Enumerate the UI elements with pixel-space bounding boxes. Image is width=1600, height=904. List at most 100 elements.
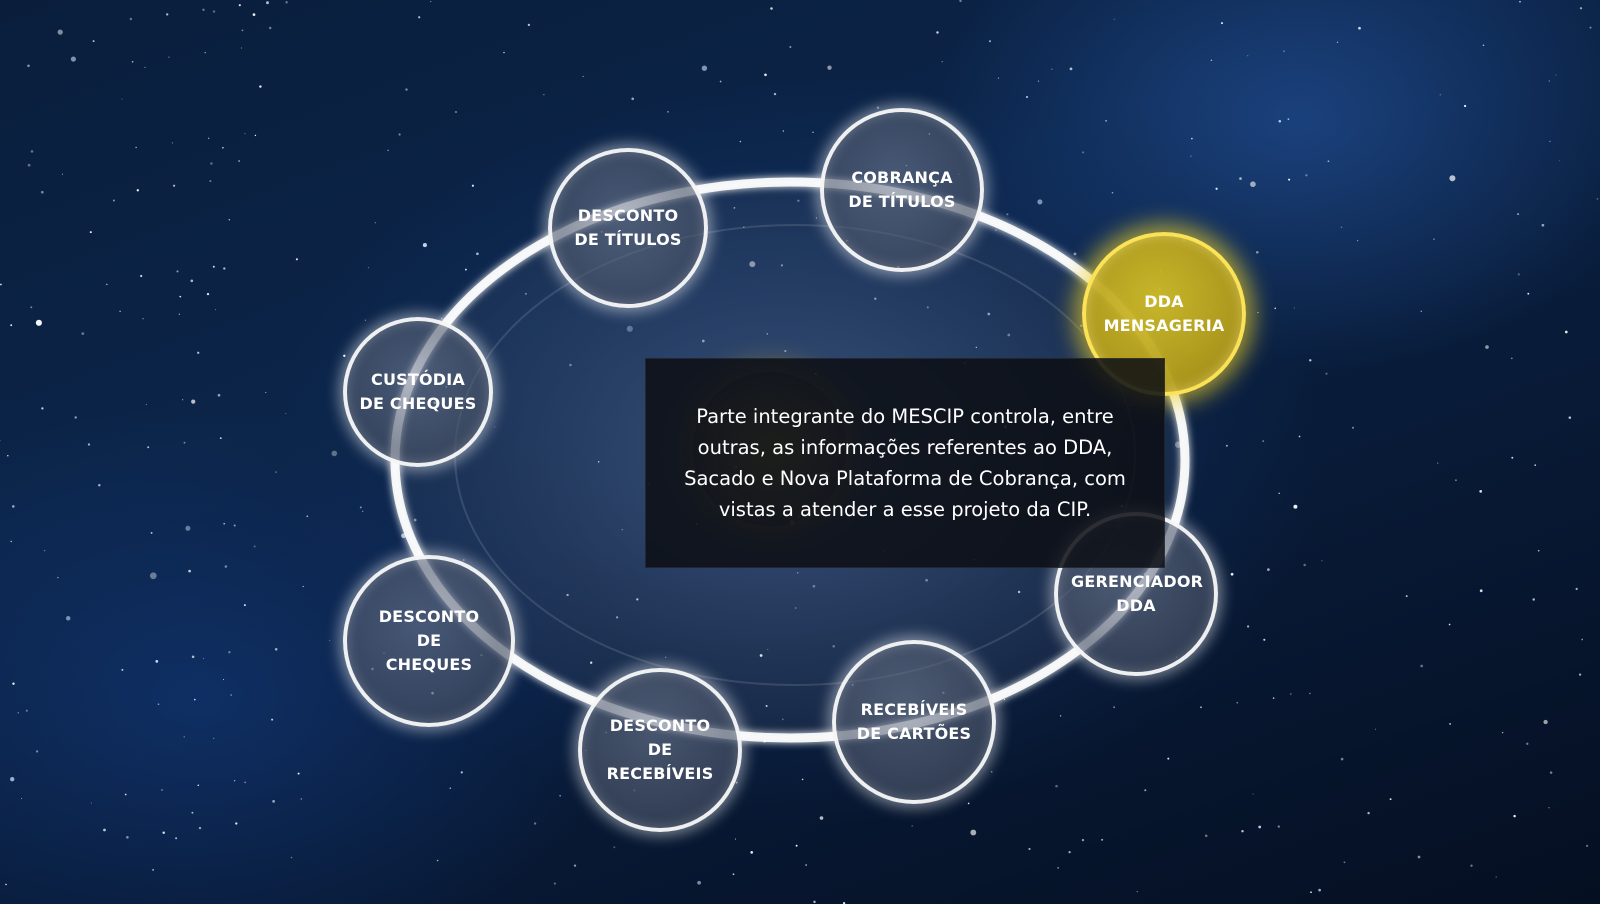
star xyxy=(1575,587,1578,591)
star xyxy=(1287,118,1290,121)
info-tooltip: Parte integrante do MESCIP controla, ent… xyxy=(645,358,1165,568)
star xyxy=(27,64,30,68)
star xyxy=(805,864,807,866)
star xyxy=(1241,829,1244,833)
star xyxy=(212,265,215,268)
star xyxy=(35,750,39,753)
star xyxy=(1321,560,1323,562)
star xyxy=(967,802,970,805)
star xyxy=(1037,199,1043,205)
star xyxy=(203,658,205,660)
star xyxy=(1537,549,1540,552)
node-desconto-de-titulos[interactable]: DESCONTO DE TÍTULOS xyxy=(548,148,708,308)
star xyxy=(135,146,137,149)
star xyxy=(188,569,191,573)
star xyxy=(290,856,293,859)
star xyxy=(1340,226,1343,228)
star xyxy=(789,46,792,48)
star xyxy=(449,787,451,789)
star xyxy=(1352,426,1354,429)
star xyxy=(503,51,505,54)
star xyxy=(1204,834,1208,838)
star xyxy=(213,737,215,739)
star xyxy=(1548,80,1550,82)
node-desconto-de-cheques[interactable]: DESCONTO DE CHEQUES xyxy=(343,555,515,727)
star xyxy=(155,660,159,663)
star xyxy=(1068,850,1071,854)
star xyxy=(202,8,205,11)
node-cobranca-de-titulos[interactable]: COBRANÇA DE TÍTULOS xyxy=(820,108,984,272)
star xyxy=(10,540,12,543)
node-label: COBRANÇA DE TÍTULOS xyxy=(848,168,956,211)
star xyxy=(331,450,338,457)
star xyxy=(173,184,176,187)
star xyxy=(1081,838,1085,842)
node-desconto-de-recebiveis[interactable]: DESCONTO DE RECEBÍVEIS xyxy=(578,668,742,832)
star xyxy=(1252,793,1254,795)
star xyxy=(1246,625,1250,628)
star xyxy=(208,137,210,139)
node-label: CUSTÓDIA DE CHEQUES xyxy=(359,370,477,413)
star xyxy=(1073,252,1077,256)
star xyxy=(1310,891,1312,894)
star xyxy=(191,655,195,659)
star xyxy=(750,851,754,854)
star xyxy=(476,252,479,256)
star xyxy=(1247,55,1249,57)
star xyxy=(140,274,143,278)
star xyxy=(0,283,2,286)
star xyxy=(171,142,174,144)
star xyxy=(230,694,232,696)
star xyxy=(119,310,121,313)
star xyxy=(795,844,798,847)
star xyxy=(61,173,63,175)
star xyxy=(235,822,238,825)
star xyxy=(735,781,738,784)
star xyxy=(1144,789,1147,792)
star xyxy=(152,868,155,871)
star xyxy=(1274,307,1276,310)
star xyxy=(253,545,256,548)
node-label: RECEBÍVEIS DE CARTÕES xyxy=(856,700,972,743)
star xyxy=(1262,440,1265,443)
star xyxy=(343,354,346,357)
star xyxy=(1278,120,1282,123)
star xyxy=(1479,490,1483,493)
star xyxy=(112,199,115,202)
star xyxy=(198,826,202,830)
star xyxy=(183,441,186,444)
star xyxy=(1405,595,1408,598)
star xyxy=(422,243,427,248)
star xyxy=(801,778,804,781)
star xyxy=(1309,359,1312,362)
node-recebiveis-de-cartoes[interactable]: RECEBÍVEIS DE CARTÕES xyxy=(832,640,996,804)
star xyxy=(1549,140,1551,143)
star xyxy=(1225,444,1228,447)
star xyxy=(297,772,300,775)
star xyxy=(1267,568,1270,571)
star xyxy=(527,23,531,27)
star xyxy=(1289,692,1292,695)
star xyxy=(90,802,92,804)
star xyxy=(1215,187,1218,190)
star xyxy=(1568,416,1572,419)
star xyxy=(1057,867,1059,869)
star xyxy=(1558,160,1560,162)
star xyxy=(57,29,63,35)
star xyxy=(1200,706,1202,709)
star xyxy=(223,522,226,525)
star xyxy=(1059,715,1062,717)
star xyxy=(613,846,616,849)
star xyxy=(1513,814,1516,818)
star xyxy=(197,351,200,354)
star xyxy=(1420,310,1423,313)
star xyxy=(0,439,1,441)
star xyxy=(121,668,124,671)
star xyxy=(147,446,150,449)
star xyxy=(876,106,880,109)
star xyxy=(911,825,913,827)
star xyxy=(1375,728,1377,730)
star xyxy=(1527,292,1530,295)
star xyxy=(1578,673,1582,676)
node-custodia-de-cheques[interactable]: CUSTÓDIA DE CHEQUES xyxy=(343,317,493,467)
